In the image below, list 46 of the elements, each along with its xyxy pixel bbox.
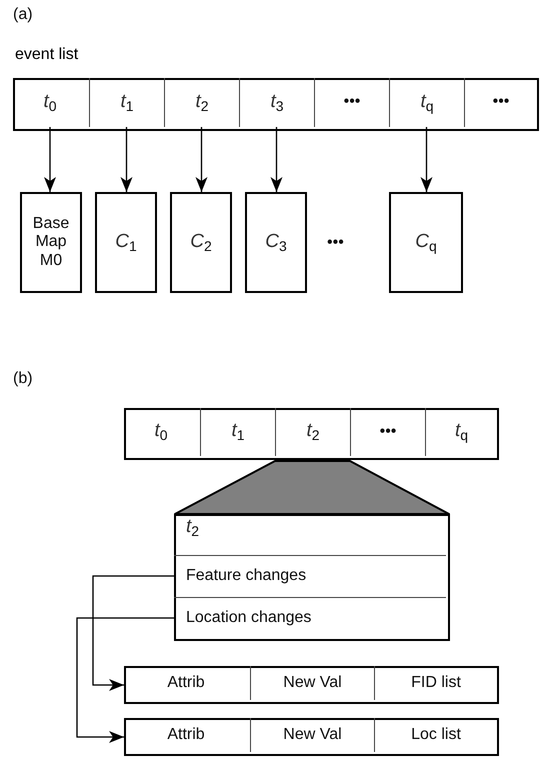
- cell-label: New Val: [283, 726, 342, 744]
- arrow: [76, 617, 174, 743]
- cell-label: t$_{1}$: [120, 90, 134, 114]
- cell-label: t$_{0}$: [154, 420, 168, 444]
- cell-label: C$_{q}$: [415, 230, 437, 254]
- map-box: [20, 192, 82, 293]
- arrow: [270, 127, 282, 192]
- cell-label: t$_{0}$: [43, 90, 57, 114]
- row-label: Feature changes: [186, 567, 306, 586]
- cell-label: Attrib: [167, 726, 205, 744]
- map-box: [170, 192, 232, 293]
- cell-label: t$_{3}$: [270, 90, 284, 114]
- cell-label: Loc list: [411, 726, 461, 744]
- table-box: [124, 666, 499, 704]
- cell-label: t$_{q}$: [454, 420, 468, 444]
- cell-label: C$_{1}$: [115, 230, 137, 254]
- arrow: [44, 127, 56, 192]
- table-box: [124, 408, 499, 460]
- cell-label: Attrib: [167, 674, 205, 692]
- cell-label: t$_{1}$: [231, 420, 245, 444]
- cell-label: •••: [380, 422, 396, 442]
- arrow: [92, 575, 174, 691]
- list-heading: event list: [15, 46, 78, 64]
- row-label: t$_{2}$: [186, 516, 200, 540]
- cell-label: FID list: [411, 674, 461, 692]
- cell-label: t$_{q}$: [420, 90, 434, 114]
- row-label: Location changes: [186, 609, 312, 628]
- cell-label: •••: [492, 93, 510, 112]
- arrow: [420, 127, 432, 192]
- map-box: [95, 192, 157, 293]
- map-box: [245, 192, 307, 293]
- cell-label: New Val: [283, 674, 342, 692]
- cell-label: C$_{2}$: [190, 230, 212, 254]
- figure-label: •••: [327, 234, 344, 252]
- figure-label: (b): [13, 370, 33, 388]
- cell-label: •••: [344, 93, 360, 112]
- table-box: [124, 718, 499, 756]
- zoom-trapezoid: [174, 460, 450, 515]
- cell-label: Base Map M0: [32, 214, 70, 270]
- map-box: [389, 192, 463, 293]
- arrow: [196, 127, 208, 192]
- cell-label: C$_{3}$: [265, 230, 287, 254]
- cell-label: t$_{2}$: [195, 90, 209, 114]
- cell-label: t$_{2}$: [306, 420, 320, 444]
- arrow: [120, 127, 132, 192]
- figure-label: (a): [13, 6, 33, 24]
